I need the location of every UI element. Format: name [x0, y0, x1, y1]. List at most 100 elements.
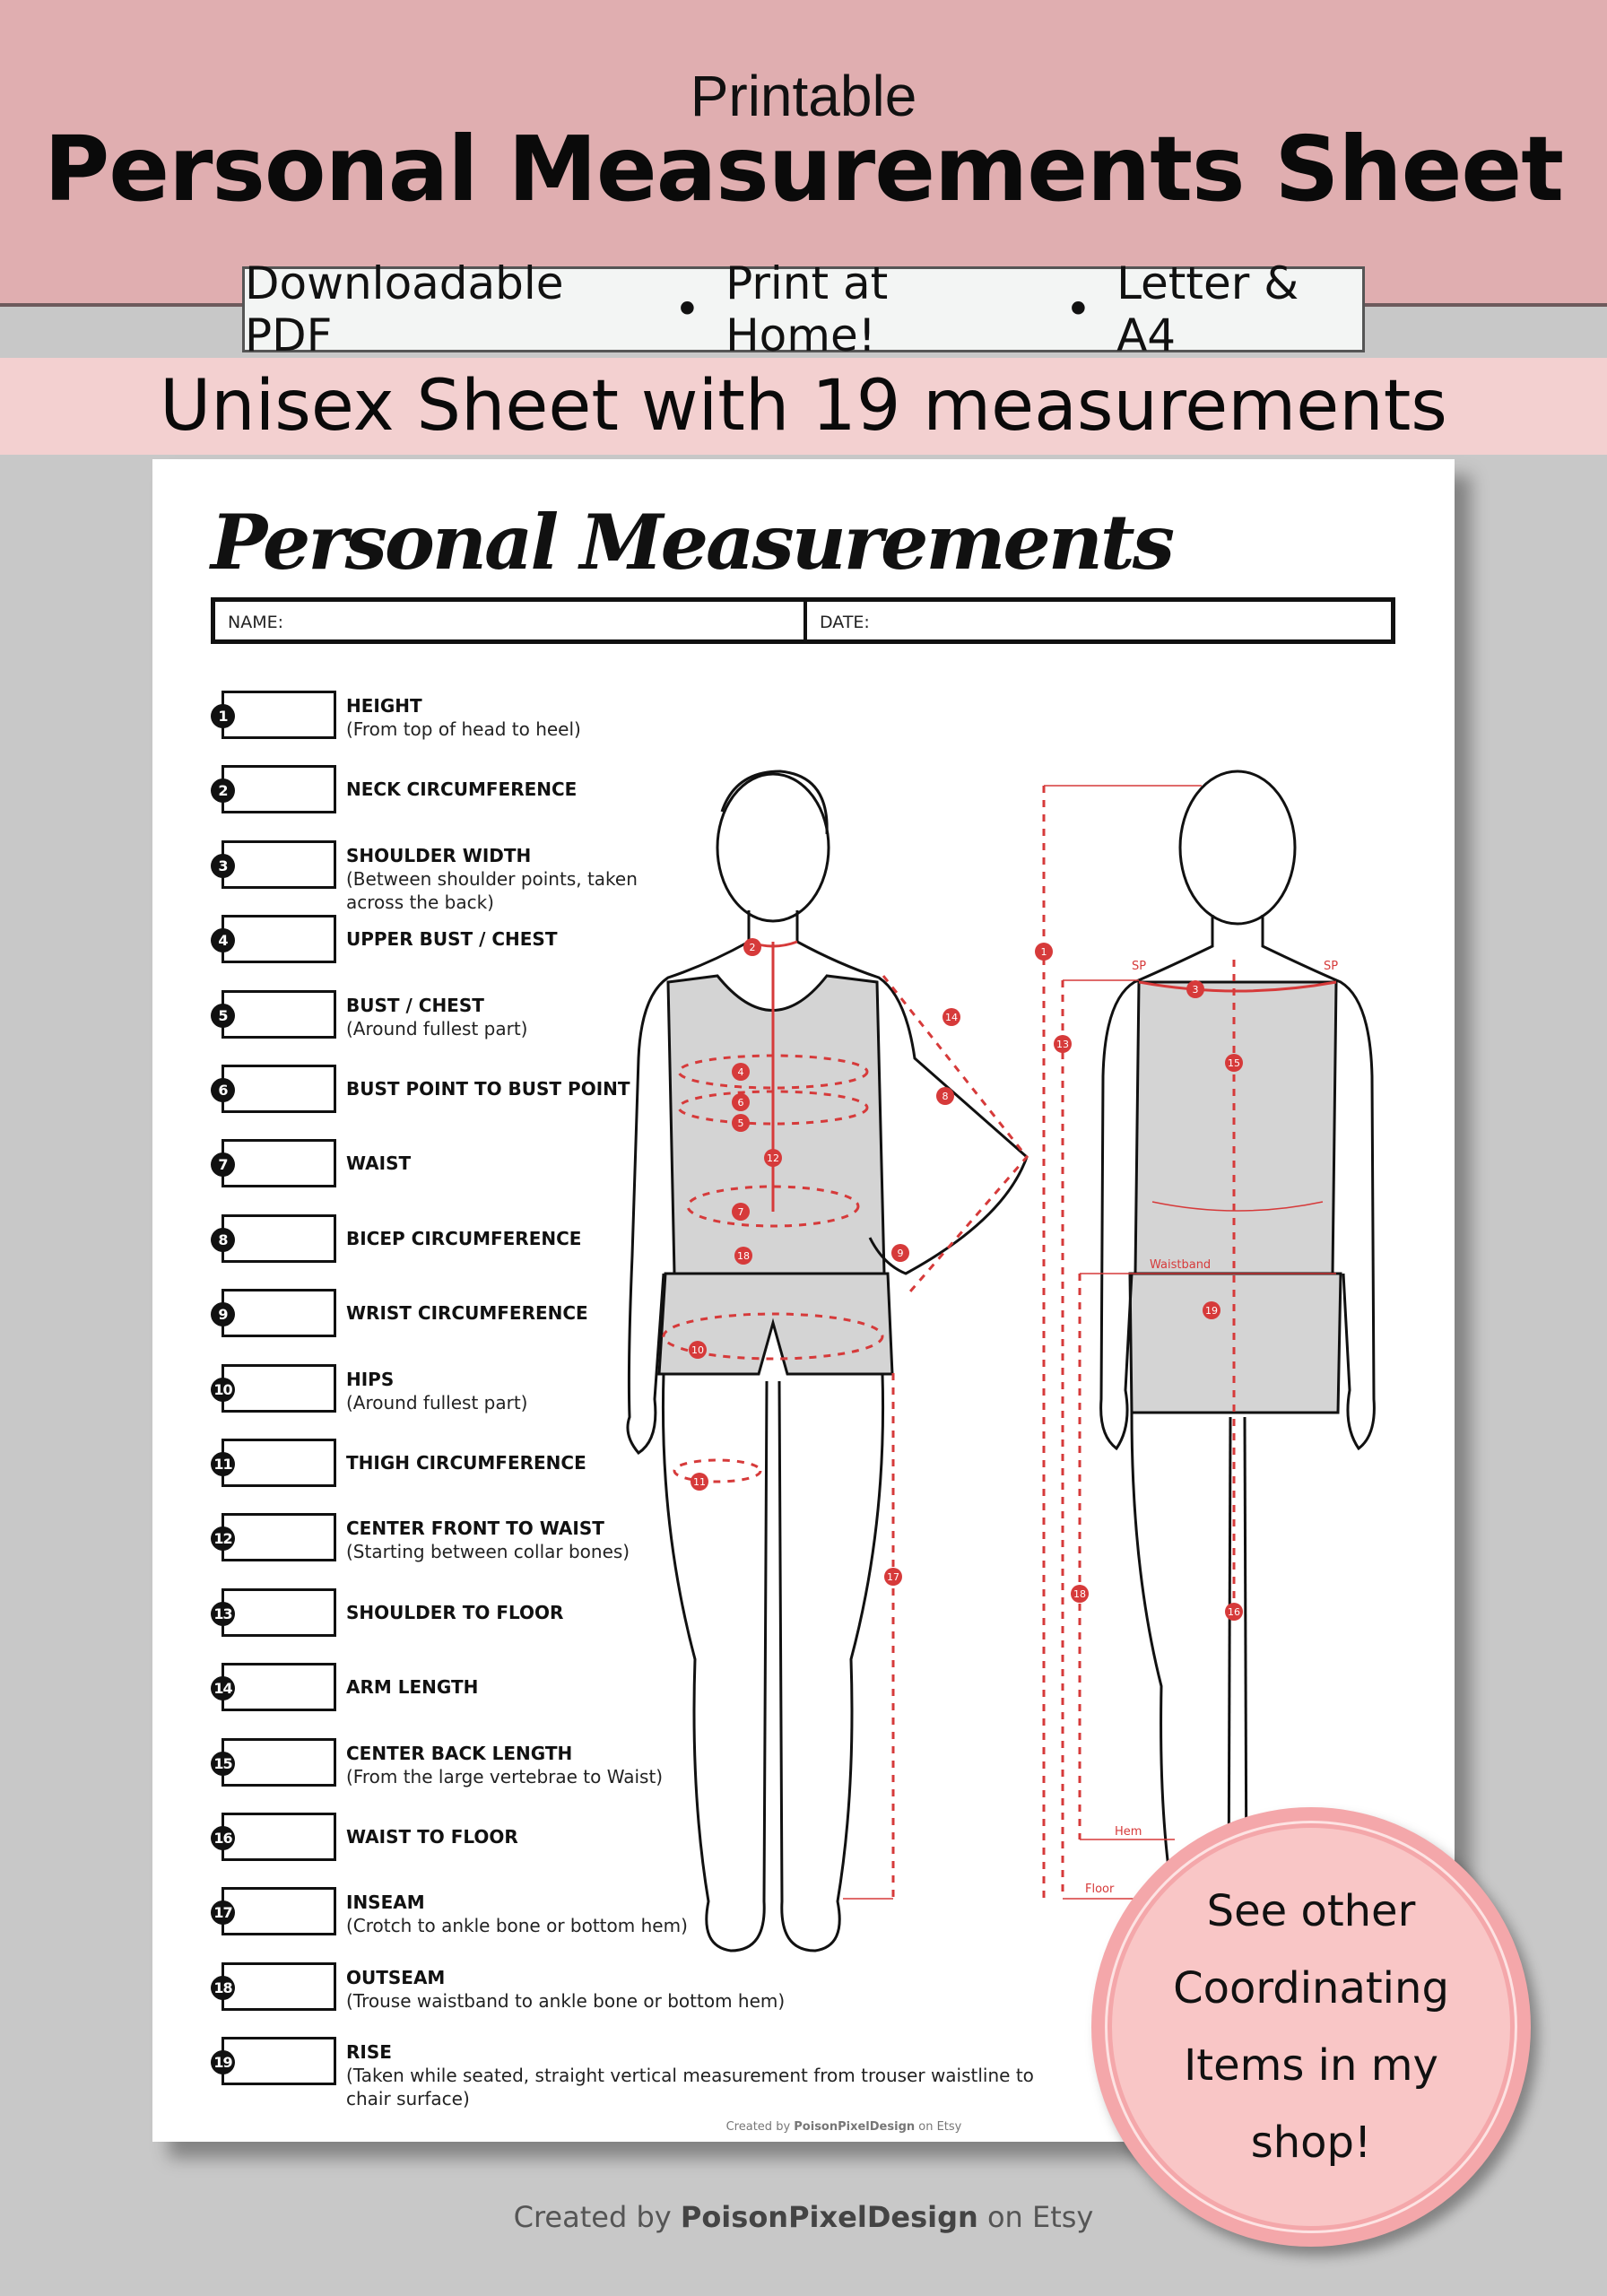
overlay-banner: Unisex Sheet with 19 measurements: [0, 358, 1607, 455]
marker-10: 10: [689, 1341, 707, 1359]
item-label: ARM LENGTH: [346, 1676, 479, 1699]
item-description: (Around fullest part): [346, 1017, 528, 1039]
svg-text:6: 6: [738, 1097, 744, 1109]
measurement-item: 10 HIPS (Around fullest part): [211, 1363, 1108, 1414]
svg-text:11: 11: [693, 1476, 706, 1488]
credit-pre: Created by: [725, 2120, 795, 2134]
bullet: •: [673, 283, 701, 335]
item-label: WAIST: [346, 1152, 412, 1175]
pre-title: Printable: [690, 64, 917, 128]
footer-brand[interactable]: PoisonPixelDesign: [680, 2200, 978, 2234]
svg-text:9: 9: [898, 1248, 904, 1259]
item-number-badge: 8: [211, 1227, 235, 1252]
item-label: INSEAM: [346, 1892, 425, 1914]
svg-text:16: 16: [1228, 1606, 1240, 1618]
svg-text:1: 1: [1041, 946, 1047, 958]
svg-text:19: 19: [1205, 1305, 1218, 1317]
name-field: NAME:: [215, 602, 807, 639]
item-label: HEIGHT: [346, 695, 422, 717]
measurement-item: 19 RISE (Taken while seated, straight ve…: [211, 2037, 1108, 2109]
item-description: (Crotch to ankle bone or bottom hem): [346, 1915, 688, 1937]
item-label: NECK CIRCUMFERENCE: [346, 778, 578, 801]
sp-label: SP: [1132, 960, 1146, 973]
measurement-item: 7 WAIST: [211, 1139, 1108, 1189]
item-description: (From top of head to heel): [346, 718, 581, 740]
svg-text:18: 18: [737, 1250, 750, 1262]
credit-post: on Etsy: [915, 2120, 962, 2134]
marker-9: 9: [891, 1244, 909, 1262]
svg-text:14: 14: [945, 1012, 958, 1023]
marker-2: 2: [743, 938, 761, 956]
marker-18: 18: [734, 1247, 752, 1265]
measurement-item: 18 OUTSEAM (Trouse waistband to ankle bo…: [211, 1961, 1108, 2013]
marker-4: 4: [732, 1063, 750, 1081]
feature: Downloadable PDF: [245, 257, 564, 361]
badge-line: Items in my: [1184, 2040, 1438, 2091]
item-number-badge: 6: [211, 1078, 235, 1102]
marker-6: 6: [732, 1093, 750, 1111]
item-number-badge: 2: [211, 778, 235, 804]
measurement-item: 3 SHOULDER WIDTH (Between shoulder point…: [211, 839, 1108, 913]
measurement-item: 17 INSEAM (Crotch to ankle bone or botto…: [211, 1887, 1108, 1937]
item-label: OUTSEAM: [346, 1966, 446, 1988]
overlay-text: Unisex Sheet with 19 measurements: [160, 366, 1447, 447]
marker-12: 12: [764, 1149, 782, 1167]
measurement-item: 14 ARM LENGTH: [211, 1663, 1108, 1713]
item-description: (Starting between collar bones): [346, 1541, 630, 1563]
item-description: (From the large vertebrae to Waist): [346, 1765, 664, 1787]
marker-7: 7: [732, 1203, 750, 1221]
item-label: SHOULDER TO FLOOR: [346, 1601, 564, 1623]
credit-brand: PoisonPixelDesign: [794, 2120, 916, 2134]
svg-text:18: 18: [1073, 1588, 1086, 1600]
item-description: (Around fullest part): [346, 1391, 528, 1413]
item-label: BUST / CHEST: [346, 994, 484, 1016]
item-label: UPPER BUST / CHEST: [346, 928, 558, 951]
svg-text:15: 15: [1228, 1057, 1240, 1069]
item-label: RISE: [346, 2041, 392, 2064]
measurement-item: 16 WAIST TO FLOOR: [211, 1813, 1108, 1863]
shop-badge[interactable]: See other Coordinating Items in my shop!: [1091, 1807, 1531, 2247]
measurement-item: 5 BUST / CHEST (Around fullest part): [211, 989, 1108, 1040]
marker-14: 14: [942, 1008, 960, 1026]
item-number-badge: 3: [211, 853, 235, 878]
item-number-badge: 12: [211, 1526, 235, 1552]
date-field: DATE:: [820, 613, 870, 632]
header-band: Printable Personal Measurements Sheet: [0, 0, 1607, 307]
measurement-item: 4 UPPER BUST / CHEST: [211, 915, 1108, 965]
item-label: THIGH CIRCUMFERENCE: [346, 1452, 586, 1474]
marker-19: 19: [1203, 1301, 1220, 1319]
item-number-badge: 19: [211, 2050, 235, 2075]
item-description: (Trouse waistband to ankle bone or botto…: [346, 1989, 786, 2012]
name-date-row: NAME: DATE:: [211, 597, 1395, 644]
item-number-badge: 13: [211, 1601, 235, 1626]
badge-line: Coordinating: [1173, 1963, 1449, 2013]
badge-line: See other: [1206, 1886, 1416, 1936]
marker-15: 15: [1225, 1054, 1243, 1072]
item-number-badge: 16: [211, 1826, 235, 1850]
item-number-badge: 10: [211, 1377, 235, 1402]
item-number-badge: 4: [211, 928, 235, 953]
svg-text:17: 17: [887, 1571, 899, 1583]
front-figure: [626, 770, 1029, 1952]
badge-line: shop!: [1250, 2118, 1372, 2168]
floor-label: Floor: [1085, 1883, 1115, 1896]
item-label: WAIST TO FLOOR: [346, 1826, 518, 1848]
measurement-lines: [662, 785, 1337, 1900]
measurement-item: 13 SHOULDER TO FLOOR: [211, 1587, 1108, 1639]
item-number-badge: 17: [211, 1900, 235, 1926]
marker-8: 8: [936, 1087, 954, 1105]
svg-text:12: 12: [767, 1152, 779, 1164]
marker-11: 11: [691, 1473, 708, 1491]
measurement-item: 15 CENTER BACK LENGTH (From the large ve…: [211, 1737, 1108, 1788]
svg-text:2: 2: [750, 942, 756, 953]
measurement-item: 9 WRIST CIRCUMFERENCE: [211, 1289, 1108, 1339]
marker-3: 3: [1186, 980, 1204, 998]
svg-text:5: 5: [738, 1118, 744, 1129]
measurement-item: 6 BUST POINT TO BUST POINT: [211, 1065, 1108, 1115]
marker-17: 17: [884, 1568, 902, 1586]
measurement-item: 1 HEIGHT (From top of head to heel): [211, 691, 1108, 741]
item-label: SHOULDER WIDTH: [346, 844, 532, 866]
footer-credit: Created by PoisonPixelDesign on Etsy: [0, 2200, 1607, 2234]
item-label: HIPS: [346, 1368, 395, 1390]
